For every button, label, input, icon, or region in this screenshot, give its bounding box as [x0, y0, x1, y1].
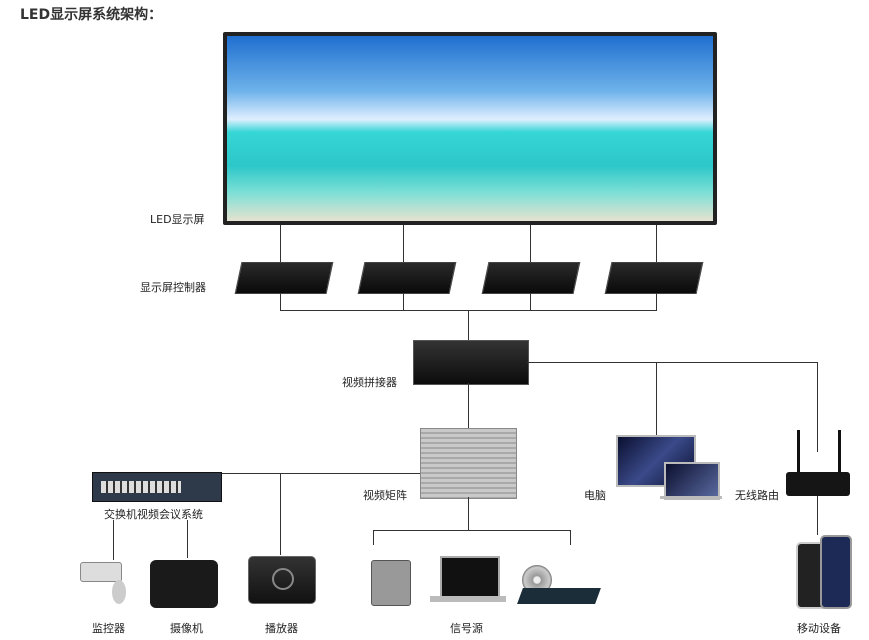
led-screen-label: LED显示屏: [150, 213, 205, 226]
connector: [656, 293, 657, 310]
disc-player: [517, 588, 601, 604]
connector: [817, 496, 818, 535]
laptop-source: [440, 556, 500, 598]
connector: [468, 383, 469, 428]
connector: [656, 225, 657, 262]
connector: [468, 310, 469, 340]
controller-4: [604, 262, 704, 294]
laptop: [664, 462, 720, 500]
source-label: 信号源: [450, 622, 483, 635]
laptop-base: [660, 496, 722, 499]
wireless-router: [786, 472, 850, 496]
connector: [280, 293, 281, 310]
camcorder: [150, 560, 218, 608]
connector: [570, 530, 571, 545]
video-matrix: [420, 428, 517, 499]
connector: [468, 497, 469, 530]
video-splicer: [413, 340, 529, 385]
player-label: 播放器: [265, 622, 298, 635]
splicer-label: 视频拼接器: [342, 376, 397, 389]
connector: [530, 293, 531, 310]
connector: [113, 520, 114, 560]
security-camera: [80, 562, 122, 582]
connector: [280, 473, 281, 555]
camera-mount: [112, 580, 126, 604]
laptop-source-base: [430, 596, 506, 602]
connector: [373, 530, 374, 545]
diagram-title: LED显示屏系统架构：: [20, 7, 163, 23]
router-label: 无线路由: [735, 489, 779, 502]
connector: [280, 225, 281, 262]
antenna: [797, 430, 800, 475]
controller-2: [357, 262, 457, 294]
camera-label: 摄像机: [170, 622, 203, 635]
computer-label: 电脑: [584, 489, 606, 502]
network-switch: [92, 472, 222, 502]
connector: [403, 225, 404, 262]
controller-label: 显示屏控制器: [140, 281, 206, 294]
controller-3: [481, 262, 581, 294]
connector: [403, 293, 404, 310]
mobile-label: 移动设备: [797, 622, 841, 635]
connector: [220, 473, 420, 474]
led-screen: [223, 32, 717, 225]
connector: [656, 362, 657, 435]
matrix-label: 视频矩阵: [363, 489, 407, 502]
connector: [530, 225, 531, 262]
switch-label: 交换机视频会议系统: [104, 508, 203, 521]
antenna: [838, 430, 841, 475]
connector: [187, 520, 188, 558]
phone-2: [820, 535, 852, 609]
play-icon: [272, 568, 294, 590]
connector: [817, 362, 818, 452]
beach-image: [227, 36, 713, 221]
media-player: [248, 556, 316, 604]
controller-1: [234, 262, 334, 294]
connector: [527, 362, 817, 363]
hard-drive: [371, 560, 411, 606]
monitor-label: 监控器: [92, 622, 125, 635]
connector: [373, 530, 570, 531]
